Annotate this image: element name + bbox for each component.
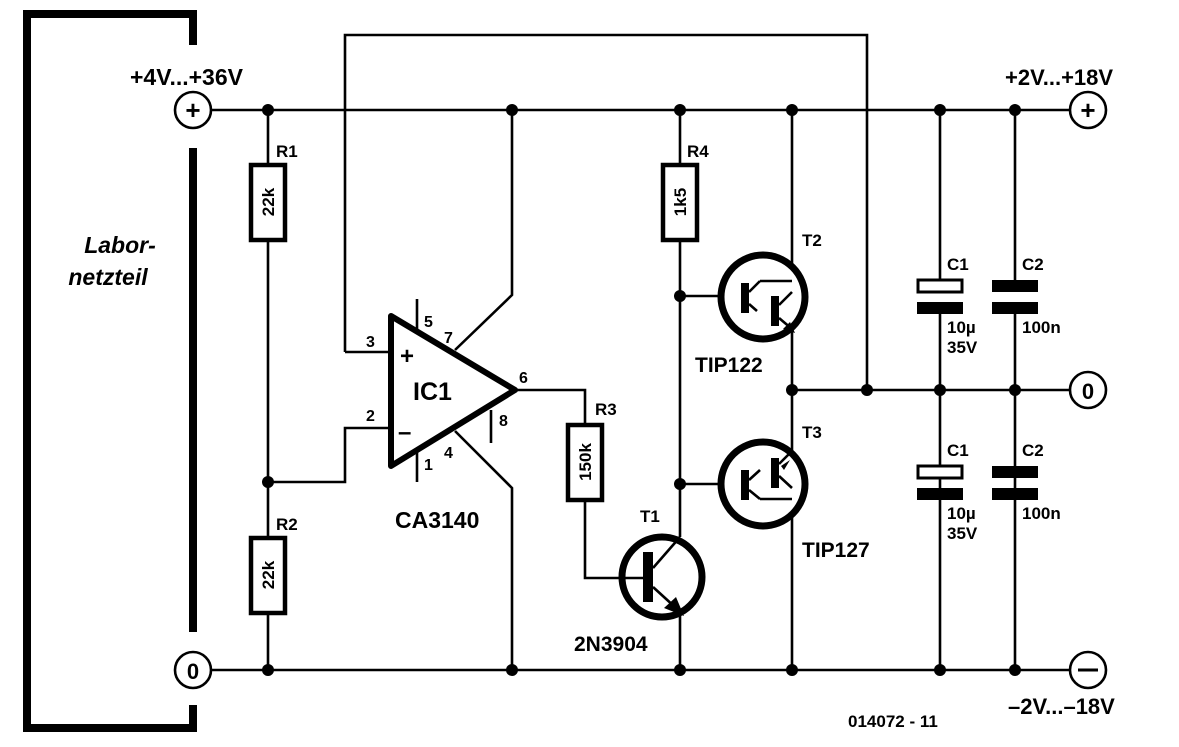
t3-ref: T3 [802,423,822,442]
input-plus-symbol: + [185,95,200,125]
resistor-r2 [248,535,288,616]
opamp-minus-sign: – [398,419,411,446]
bracket-outline [23,10,197,732]
supply-label-line1: Labor- [84,232,156,258]
t2-ref: T2 [802,231,822,250]
pin6-label: 6 [519,370,528,387]
opamp-ref: IC1 [413,378,452,406]
pin8-label: 8 [499,413,508,430]
pin5-label: 5 [424,314,433,331]
input-zero-terminal [173,650,213,690]
c1-upper-value: 10µ [947,318,976,337]
c2-lower-value: 100n [1022,504,1061,523]
transistor-t1 [618,533,706,670]
lab-supply-bracket [23,10,197,732]
pin4-ground-wire [454,430,514,670]
r1-ref: R1 [276,142,298,161]
input-voltage-label: +4V...+36V [130,64,244,90]
inv-input-wire [268,426,388,484]
input-zero-symbol: 0 [187,659,199,684]
figure-id: 014072 - 11 [848,712,938,731]
c1-upper-voltage: 35V [947,338,978,357]
pin7-supply-wire [454,110,514,351]
t1-ref: T1 [640,507,660,526]
pin3-label: 3 [366,334,375,351]
c2-lower-ref: C2 [1022,441,1044,460]
r1-value: 22k [259,187,278,216]
c1-lower-voltage: 35V [947,524,978,543]
transistor-t3 [717,390,809,670]
r4-ref: R4 [687,142,709,161]
capacitor-c2-lower [992,466,1038,500]
pin1-label: 1 [424,457,433,474]
output-plus-terminal [1068,90,1108,130]
transistor-t2 [717,110,809,390]
output-zero-terminal [1068,370,1108,410]
opamp-part: CA3140 [395,507,479,533]
c1-upper-ref: C1 [947,255,969,274]
output-plus-voltage-label: +2V...+18V [1005,65,1113,90]
r3-value: 150k [576,443,595,481]
opamp-plus-sign: + [400,343,414,370]
output-plus-symbol: + [1080,95,1095,125]
input-plus-terminal [173,90,213,130]
t1-part: 2N3904 [574,633,648,656]
feedback-wire [343,33,869,390]
junction-dots [262,104,1021,676]
pin4-label: 4 [444,445,453,462]
pin2-label: 2 [366,408,375,425]
c2-upper-value: 100n [1022,318,1061,337]
supply-label-line2: netzteil [68,264,148,290]
output-zero-symbol: 0 [1082,379,1094,404]
opamp-ic1 [388,313,518,469]
resistor-r4 [660,162,700,243]
c1-lower-value: 10µ [947,504,976,523]
resistor-r1 [248,162,288,243]
r3-ref: R3 [595,400,617,419]
output-minus-voltage-label: –2V...–18V [1008,694,1115,719]
r4-value: 1k5 [671,188,690,216]
t3-part: TIP127 [802,539,870,562]
r2-value: 22k [259,560,278,589]
opamp-output-wire [515,388,587,425]
c2-upper-ref: C2 [1022,255,1044,274]
c1-lower-ref: C1 [947,441,969,460]
t2-part: TIP122 [695,354,763,377]
r2-ref: R2 [276,515,298,534]
pin7-label: 7 [444,330,453,347]
capacitor-c1-lower [916,464,964,500]
